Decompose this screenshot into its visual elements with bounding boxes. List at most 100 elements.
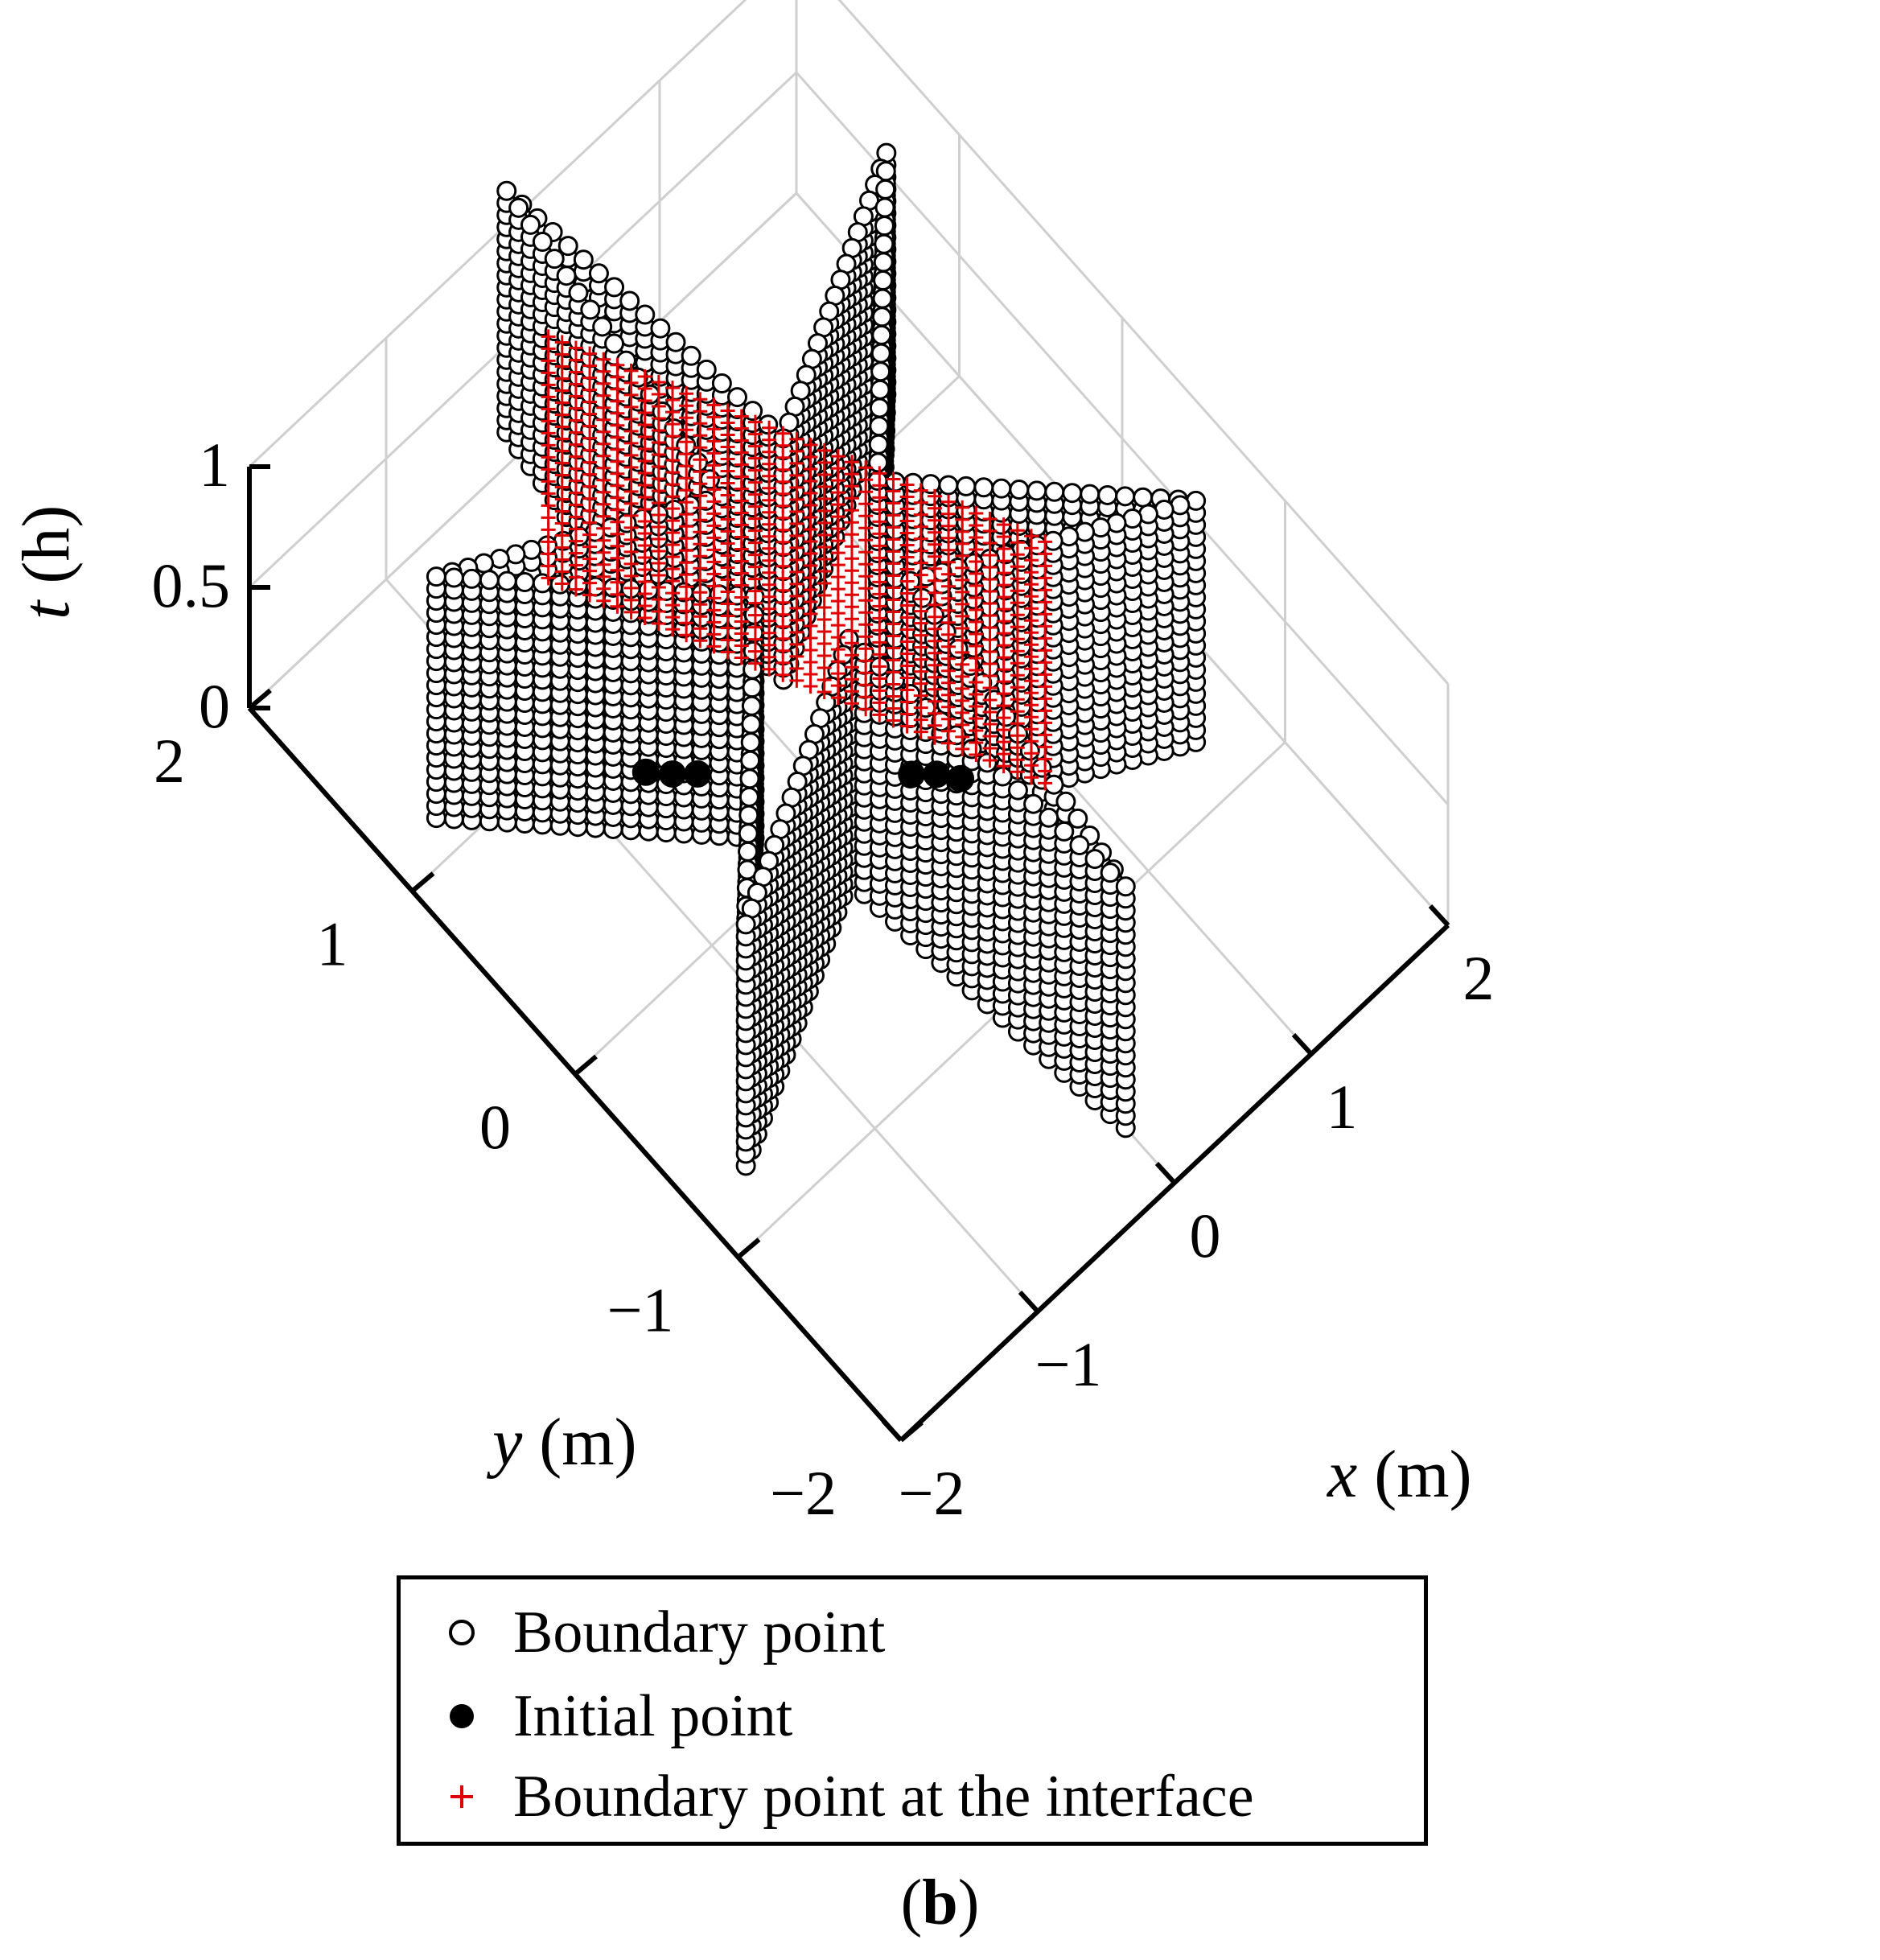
boundary-point: [1054, 821, 1075, 842]
boundary-point: [496, 570, 517, 591]
boundary-point: [868, 434, 889, 455]
boundary-point: [496, 180, 517, 201]
boundary-point: [873, 252, 894, 273]
boundary-point: [900, 684, 921, 705]
boundary-point: [956, 476, 977, 496]
boundary-point: [885, 471, 906, 492]
x-tick-mark: [881, 1419, 903, 1443]
z-tick-label: 1: [199, 430, 230, 500]
boundary-point: [871, 307, 892, 327]
boundary-point: [580, 299, 601, 320]
boundary-point: [1031, 757, 1052, 778]
y-tick-label: 0: [479, 1092, 511, 1162]
boundary-point: [1133, 487, 1154, 508]
boundary-point-series: [426, 142, 1207, 1176]
y-tick-mark: [248, 688, 272, 710]
boundary-point: [615, 350, 636, 371]
boundary-point: [461, 568, 482, 589]
boundary-point: [869, 416, 890, 437]
boundary-point: [604, 277, 625, 298]
y-tick-mark: [736, 1237, 761, 1259]
boundary-point: [1115, 486, 1136, 507]
x-tick-mark: [1154, 1161, 1177, 1185]
boundary-point: [664, 418, 685, 439]
boundary-point: [479, 570, 500, 591]
boundary-point: [1044, 481, 1065, 502]
boundary-point: [936, 621, 956, 642]
boundary-point: [726, 585, 747, 606]
y-tick-mark: [899, 1420, 924, 1443]
x-tick-mark: [1018, 1290, 1040, 1314]
boundary-point: [1084, 849, 1105, 870]
boundary-point: [870, 361, 891, 382]
boundary-point: [508, 197, 529, 218]
boundary-point: [742, 677, 763, 698]
x-tick-label: 2: [1463, 943, 1495, 1013]
boundary-point: [738, 786, 759, 807]
boundary-point: [1009, 480, 1030, 500]
boundary-point: [650, 318, 671, 339]
boundary-point: [1069, 834, 1090, 855]
z-tick-label: 0: [199, 671, 230, 741]
boundary-point: [1023, 793, 1044, 814]
boundary-point: [973, 477, 994, 498]
boundary-point: [1055, 791, 1076, 812]
boundary-point: [726, 387, 747, 408]
boundary-point: [688, 452, 709, 473]
boundary-point: [875, 179, 896, 200]
y-tick-label: −1: [607, 1275, 674, 1345]
boundary-point: [740, 732, 761, 753]
boundary-point: [699, 469, 720, 490]
boundary-point: [426, 566, 446, 587]
y-tick-label: 2: [154, 726, 185, 796]
boundary-point: [874, 233, 895, 254]
boundary-point: [873, 270, 894, 291]
boundary-point: [1026, 480, 1047, 501]
boundary-point: [711, 373, 732, 393]
boundary-point: [1007, 780, 1028, 801]
boundary-point: [681, 345, 701, 366]
boundary-point: [567, 575, 588, 596]
x-tick-label: 1: [1327, 1072, 1358, 1142]
boundary-point: [869, 397, 890, 418]
boundary-point: [443, 567, 464, 588]
y-tick-label: 1: [317, 909, 348, 979]
plot-area: [426, 142, 1207, 1176]
y-tick-label: −2: [770, 1458, 837, 1528]
x-tick-mark: [1291, 1032, 1314, 1056]
boundary-point: [738, 805, 759, 826]
boundary-point: [665, 331, 686, 352]
boundary-point: [696, 359, 717, 380]
boundary-point: [872, 288, 893, 309]
boundary-point: [854, 642, 874, 663]
boundary-point: [1062, 483, 1083, 504]
boundary-point: [870, 379, 891, 400]
boundary-point: [1115, 876, 1136, 897]
x-tick-label: −2: [899, 1458, 965, 1528]
boundary-point: [592, 316, 613, 337]
boundary-point: [870, 343, 891, 364]
boundary-point: [740, 750, 761, 771]
boundary-point: [1100, 863, 1121, 883]
boundary-point: [874, 197, 895, 218]
y-tick-mark: [410, 871, 435, 893]
boundary-point: [635, 304, 656, 325]
boundary-point: [1043, 774, 1064, 795]
boundary-point: [738, 823, 759, 844]
boundary-point: [739, 768, 760, 789]
boundary-point: [977, 752, 998, 773]
boundary-point: [514, 572, 535, 593]
z-tick-label: 0.5: [152, 550, 231, 620]
boundary-point: [532, 232, 553, 253]
boundary-point: [619, 290, 640, 311]
gridline-wall-z: [795, 72, 1450, 805]
x-tick-mark: [1428, 904, 1450, 928]
boundary-point: [573, 249, 594, 270]
boundary-point: [738, 841, 759, 862]
boundary-point: [604, 333, 625, 354]
boundary-point: [638, 579, 659, 600]
boundary-point: [871, 324, 892, 345]
x-tick-label: 0: [1190, 1200, 1221, 1270]
